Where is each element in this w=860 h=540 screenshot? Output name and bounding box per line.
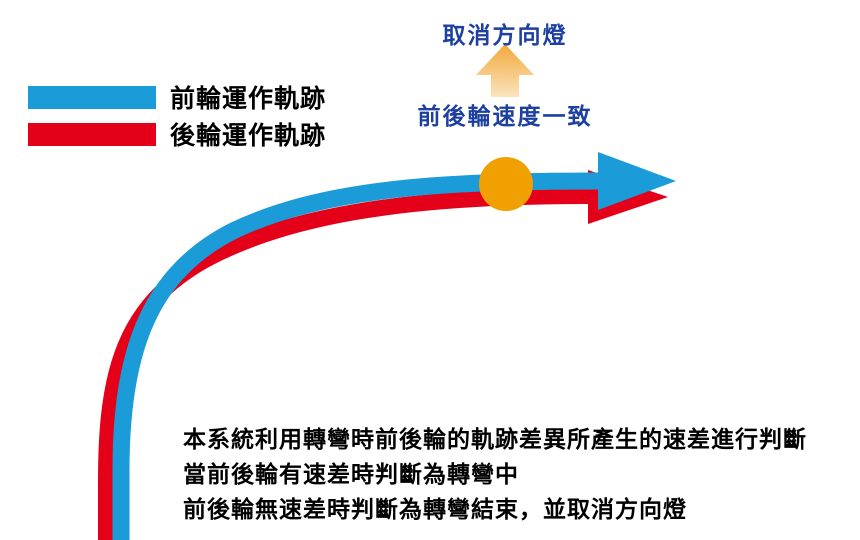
rear-trajectory-legend-label: 後輪運作軌跡 [170, 121, 327, 150]
front-trajectory-path [112, 172, 599, 540]
speed-match-label: 前後輪速度一致 [417, 104, 593, 130]
description-line-3: 前後輪無速差時判斷為轉彎結束，並取消方向燈 [183, 497, 687, 523]
cancel-signal-arrow-icon [476, 44, 534, 97]
legend: 前輪運作軌跡 後輪運作軌跡 [28, 84, 326, 159]
legend-row-rear: 後輪運作軌跡 [28, 121, 326, 150]
speed-match-marker [479, 157, 533, 211]
description-line-1: 本系統利用轉彎時前後輪的軌跡差異所產生的速差進行判斷 [183, 427, 807, 453]
cancel-signal-label: 取消方向燈 [442, 23, 568, 49]
front-trajectory-legend-label: 前輪運作軌跡 [170, 84, 327, 113]
rear-trajectory-path [98, 188, 589, 540]
description-block: 本系統利用轉彎時前後輪的軌跡差異所產生的速差進行判斷 當前後輪有速差時判斷為轉彎… [183, 423, 807, 528]
rear-trajectory-swatch-rect [28, 122, 156, 146]
front-trajectory-swatch-rect [28, 85, 156, 109]
front-trajectory-arrowhead-icon [598, 152, 676, 210]
rear-trajectory-swatch [28, 122, 156, 146]
description-line-2: 當前後輪有速差時判斷為轉彎中 [183, 462, 519, 488]
legend-row-front: 前輪運作軌跡 [28, 84, 326, 113]
front-trajectory-swatch [28, 85, 156, 109]
